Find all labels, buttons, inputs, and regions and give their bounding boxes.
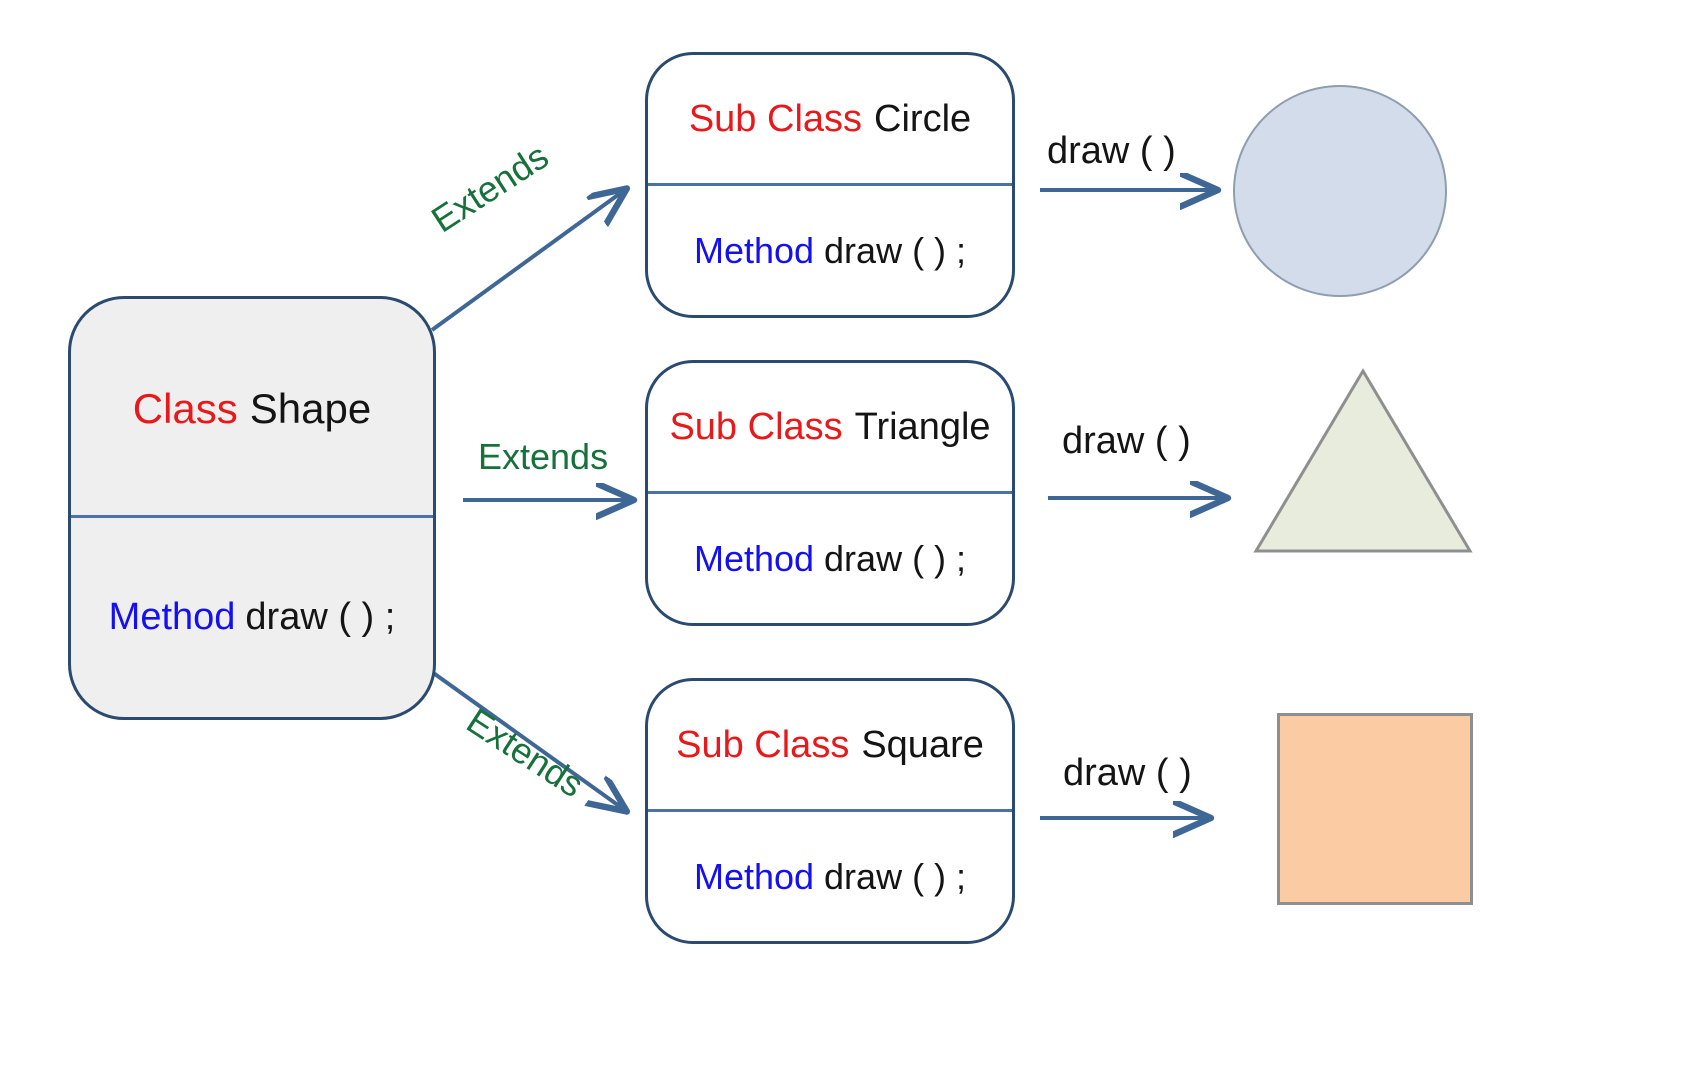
draw-call-label-circle: draw ( ) (1047, 130, 1176, 172)
method-keyword: Method (108, 596, 236, 638)
class-box-shape-body: Method draw ( ) ; (71, 518, 433, 717)
output-shape-square (1277, 713, 1473, 905)
extends-arrow-square (430, 670, 622, 808)
class-box-shape-header: Class Shape (71, 299, 433, 515)
draw-call-label-triangle: draw ( ) (1062, 420, 1191, 462)
subclass-keyword: Sub Class (688, 97, 863, 140)
class-box-circle-header: Sub Class Circle (648, 55, 1012, 183)
class-name: Shape (249, 385, 372, 432)
class-box-square-divider (648, 809, 1012, 812)
draw-call-label-square: draw ( ) (1063, 752, 1192, 794)
extends-label-triangle: Extends (478, 436, 609, 477)
class-box-triangle[interactable]: Sub Class Triangle Method draw ( ) ; (645, 360, 1015, 626)
method-keyword: Method (693, 855, 815, 897)
class-box-shape-divider (71, 515, 433, 518)
class-box-square[interactable]: Sub Class Square Method draw ( ) ; (645, 678, 1015, 944)
class-box-triangle-header: Sub Class Triangle (648, 363, 1012, 491)
output-shape-circle (1233, 85, 1447, 297)
subclass-name: Circle (874, 97, 972, 140)
class-box-square-body: Method draw ( ) ; (648, 812, 1012, 941)
class-box-triangle-body: Method draw ( ) ; (648, 494, 1012, 623)
subclass-keyword: Sub Class (676, 723, 850, 766)
class-box-circle-divider (648, 183, 1012, 186)
method-signature: draw ( ) ; (824, 537, 967, 579)
class-box-circle-body: Method draw ( ) ; (648, 186, 1012, 315)
subclass-name: Triangle (854, 405, 991, 448)
subclass-keyword: Sub Class (669, 405, 843, 448)
class-box-shape[interactable]: Class Shape Method draw ( ) ; (68, 296, 436, 720)
output-shape-triangle (1253, 368, 1473, 553)
extends-arrow-circle (430, 192, 622, 332)
method-signature: draw ( ) ; (824, 229, 967, 271)
method-keyword: Method (693, 537, 815, 579)
subclass-name: Square (861, 723, 984, 766)
class-box-triangle-divider (648, 491, 1012, 494)
class-box-square-header: Sub Class Square (648, 681, 1012, 809)
class-box-circle[interactable]: Sub Class Circle Method draw ( ) ; (645, 52, 1015, 318)
method-signature: draw ( ) ; (824, 855, 967, 897)
class-keyword: Class (132, 385, 238, 432)
method-signature: draw ( ) ; (245, 596, 396, 638)
method-keyword: Method (693, 229, 815, 271)
